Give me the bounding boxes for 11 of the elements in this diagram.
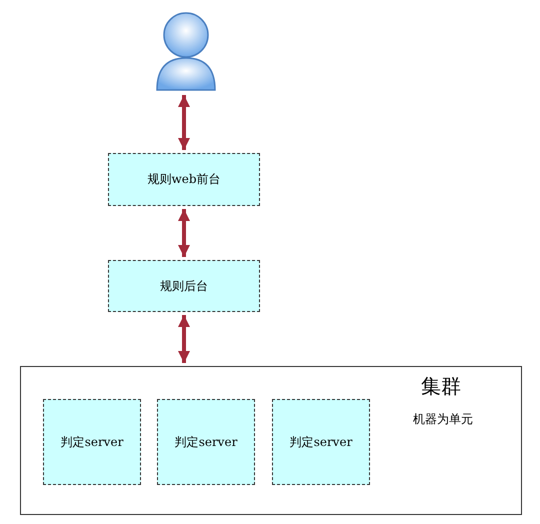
double-arrow bbox=[178, 209, 190, 257]
process-box: 规则web前台 bbox=[108, 153, 260, 206]
process-box: 判定server bbox=[157, 399, 255, 485]
double-arrow bbox=[178, 315, 190, 363]
cluster-title: 集群 bbox=[421, 373, 461, 400]
cluster-subtitle: 机器为单元 bbox=[413, 411, 473, 428]
double-arrow bbox=[178, 95, 190, 150]
process-box: 规则后台 bbox=[108, 260, 260, 312]
cluster-box bbox=[20, 366, 522, 515]
process-box: 判定server bbox=[272, 399, 370, 485]
process-box: 判定server bbox=[43, 399, 141, 485]
